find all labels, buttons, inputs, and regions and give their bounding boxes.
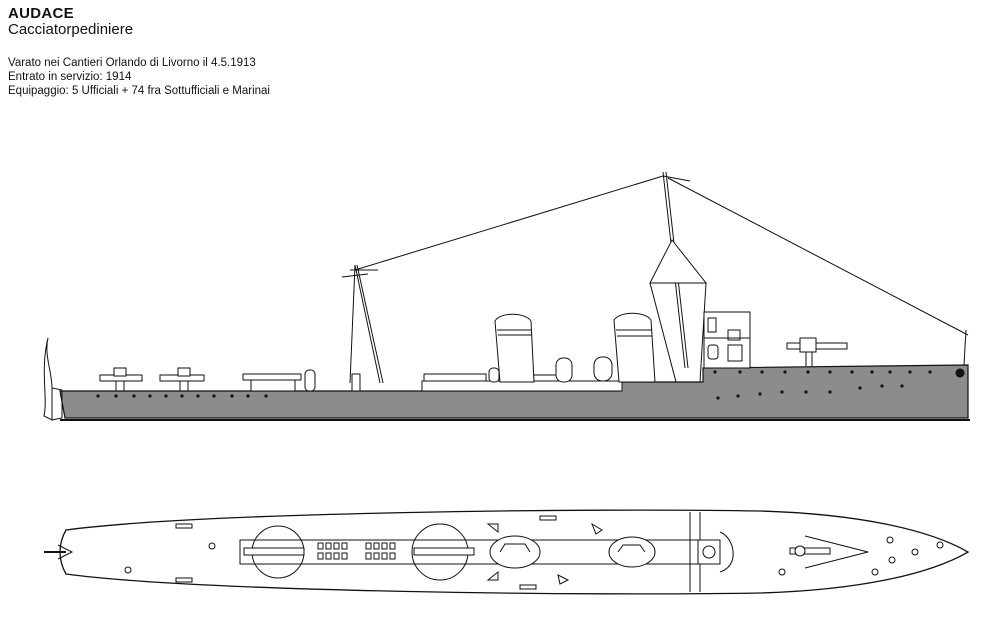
foremast [649, 171, 708, 383]
ship-type: Cacciatorpediniere [8, 21, 134, 38]
launch-info: Varato nei Cantieri Orlando di Livorno i… [8, 57, 256, 69]
aft-stay [667, 177, 969, 336]
midship-fittings [421, 356, 623, 392]
torpedo-tubes-aft [242, 369, 361, 392]
bow-staff [955, 329, 967, 378]
ship-name: AUDACE [8, 5, 74, 22]
funnel-2 [613, 312, 656, 383]
title-block: AUDACE Cacciatorpediniere [8, 6, 133, 37]
crew-info: Equipaggio: 5 Ufficiali + 74 fra Sottuff… [8, 85, 270, 97]
portholes [96, 370, 932, 400]
service-info: Entrato in servizio: 1914 [8, 71, 132, 83]
funnel-1 [494, 313, 535, 383]
ship-details: Varato nei Cantieri Orlando di Livorno i… [8, 56, 270, 98]
bridge [703, 311, 751, 369]
aft-guns [99, 367, 205, 391]
forward-stay [354, 175, 664, 271]
forward-gun [786, 337, 848, 366]
rudder [43, 337, 53, 421]
forward-mast [341, 264, 384, 384]
